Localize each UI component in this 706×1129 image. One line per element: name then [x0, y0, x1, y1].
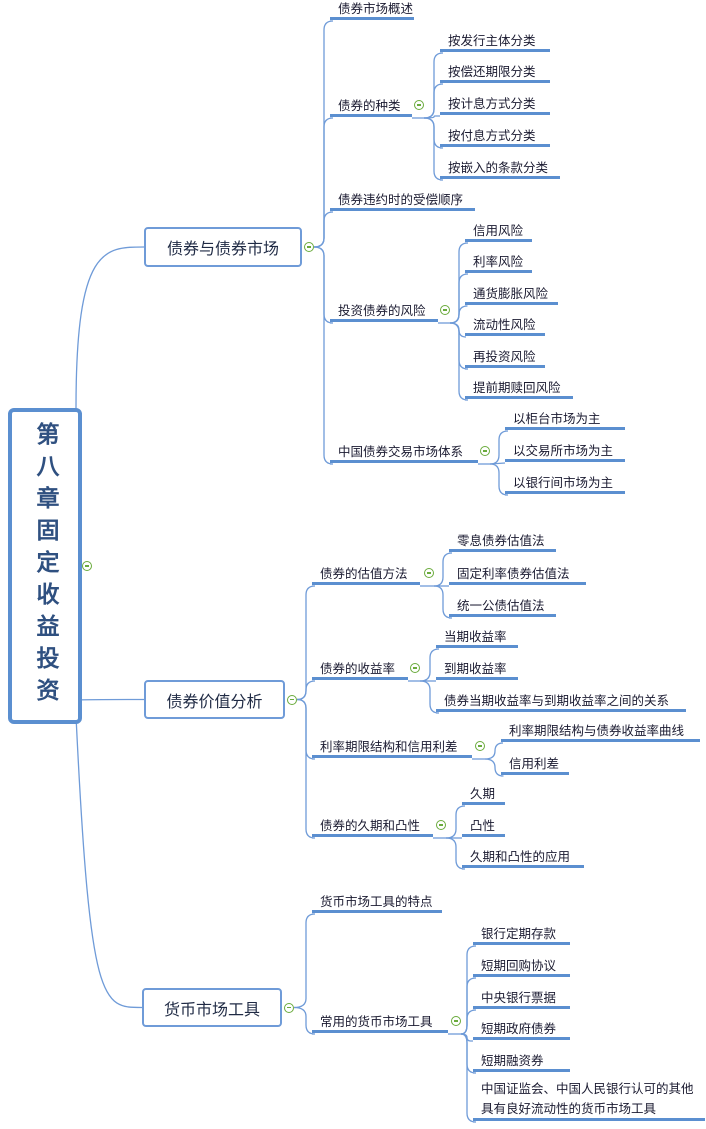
- subtopic-link: [445, 805, 466, 839]
- root-branch-link: [75, 698, 145, 701]
- collapse-toggle-icon[interactable]: [414, 100, 424, 110]
- topic-node[interactable]: 常用的货币市场工具: [312, 1012, 448, 1033]
- subtopic-node[interactable]: 以柜台市场为主: [505, 409, 625, 430]
- topic-node[interactable]: 债券的估值方法: [312, 564, 420, 585]
- subtopic-node[interactable]: 短期回购协议: [473, 956, 570, 977]
- subtopic-node[interactable]: 利率期限结构与债券收益率曲线: [501, 721, 700, 742]
- root-node[interactable]: 第八章固定收益投资: [8, 408, 82, 724]
- topic-node[interactable]: 投资债券的风险: [330, 301, 438, 322]
- subtopic-link: [419, 680, 440, 714]
- branch-node[interactable]: 货币市场工具: [142, 988, 282, 1027]
- subtopic-node[interactable]: 到期收益率: [436, 659, 518, 680]
- collapse-toggle-icon[interactable]: [451, 1016, 461, 1026]
- subtopic-node[interactable]: 银行定期存款: [473, 924, 570, 945]
- subtopic-node[interactable]: 通货膨胀风险: [465, 284, 558, 305]
- branch-topic-link: [313, 211, 334, 248]
- branch-topic-link: [296, 585, 316, 701]
- branch-topic-link: [313, 246, 334, 465]
- subtopic-link: [484, 742, 504, 760]
- topic-node[interactable]: 债券的久期和凸性: [312, 816, 433, 837]
- collapse-toggle-icon[interactable]: [475, 741, 485, 751]
- subtopic-node[interactable]: 流动性风险: [465, 315, 545, 336]
- subtopic-link: [445, 837, 466, 870]
- subtopic-link: [449, 322, 467, 338]
- subtopic-node[interactable]: 久期: [462, 784, 505, 805]
- subtopic-node[interactable]: 当期收益率: [436, 627, 518, 648]
- subtopic-node[interactable]: 提前期赎回风险: [465, 378, 573, 399]
- subtopic-link: [460, 1033, 477, 1123]
- subtopic-node[interactable]: 以交易所市场为主: [505, 441, 625, 462]
- root-branch-link: [75, 715, 143, 1009]
- branch-node[interactable]: 债券价值分析: [144, 680, 285, 719]
- subtopic-node[interactable]: 再投资风险: [465, 347, 545, 368]
- subtopic-link: [423, 115, 440, 119]
- topic-node[interactable]: 债券市场概述: [330, 0, 414, 20]
- subtopic-link: [433, 552, 453, 587]
- subtopic-node[interactable]: 中央银行票据: [473, 988, 570, 1009]
- collapse-toggle-icon[interactable]: [436, 820, 446, 830]
- collapse-toggle-icon[interactable]: [284, 1002, 294, 1013]
- subtopic-node[interactable]: 短期融资券: [473, 1051, 570, 1072]
- branch-topic-link: [296, 680, 316, 701]
- subtopic-node[interactable]: 利率风险: [465, 252, 532, 273]
- subtopic-link: [460, 1009, 477, 1035]
- subtopic-link: [489, 463, 509, 496]
- root-collapse-toggle-icon[interactable]: [82, 561, 92, 571]
- subtopic-node[interactable]: 按付息方式分类: [440, 126, 550, 147]
- topic-node[interactable]: 中国债券交易市场体系: [330, 442, 478, 463]
- collapse-toggle-icon[interactable]: [480, 446, 490, 456]
- collapse-toggle-icon[interactable]: [440, 305, 450, 315]
- subtopic-node[interactable]: 债券当期收益率与到期收益率之间的关系: [436, 691, 686, 712]
- collapse-toggle-icon[interactable]: [304, 242, 314, 252]
- topic-node[interactable]: 债券的种类: [330, 96, 412, 117]
- subtopic-node[interactable]: 按发行主体分类: [440, 31, 550, 52]
- subtopic-node[interactable]: 统一公债估值法: [449, 596, 556, 617]
- topic-node[interactable]: 货币市场工具的特点: [312, 892, 442, 913]
- branch-topic-link: [293, 913, 316, 1009]
- subtopic-link: [449, 322, 469, 401]
- subtopic-node[interactable]: 短期政府债券: [473, 1019, 570, 1040]
- topic-node[interactable]: 债券的收益率: [312, 659, 408, 680]
- branch-topic-link: [296, 698, 316, 839]
- topic-node[interactable]: 债券违约时的受偿顺序: [330, 190, 475, 211]
- subtopic-node[interactable]: 按计息方式分类: [440, 94, 550, 115]
- subtopic-link: [423, 117, 444, 181]
- root-label: 第八章固定收益投资: [32, 422, 58, 710]
- subtopic-node[interactable]: 按偿还期限分类: [440, 62, 550, 83]
- subtopic-link: [419, 648, 440, 682]
- collapse-toggle-icon[interactable]: [424, 568, 434, 578]
- subtopic-node[interactable]: 久期和凸性的应用: [462, 847, 584, 868]
- subtopic-link: [449, 305, 468, 324]
- subtopic-link: [423, 83, 444, 119]
- root-branch-link: [75, 246, 145, 409]
- branch-topic-link: [293, 1006, 316, 1035]
- subtopic-node[interactable]: 中国证监会、中国人民银行认可的其他具有良好流动性的货币市场工具: [473, 1079, 705, 1121]
- collapse-toggle-icon[interactable]: [287, 694, 297, 705]
- subtopic-node[interactable]: 以银行间市场为主: [505, 473, 625, 494]
- subtopic-node[interactable]: 信用利差: [501, 754, 569, 775]
- subtopic-link: [489, 430, 509, 465]
- topic-node[interactable]: 利率期限结构和信用利差: [312, 737, 472, 758]
- subtopic-link: [433, 585, 453, 619]
- subtopic-node[interactable]: 零息债券估值法: [449, 531, 556, 552]
- subtopic-node[interactable]: 固定利率债券估值法: [449, 564, 586, 585]
- subtopic-node[interactable]: 凸性: [462, 816, 505, 837]
- subtopic-node[interactable]: 信用风险: [465, 221, 532, 242]
- subtopic-link: [484, 758, 504, 777]
- collapse-toggle-icon[interactable]: [410, 663, 420, 673]
- subtopic-node[interactable]: 按嵌入的条款分类: [440, 158, 560, 179]
- branch-node[interactable]: 债券与债券市场: [144, 227, 302, 267]
